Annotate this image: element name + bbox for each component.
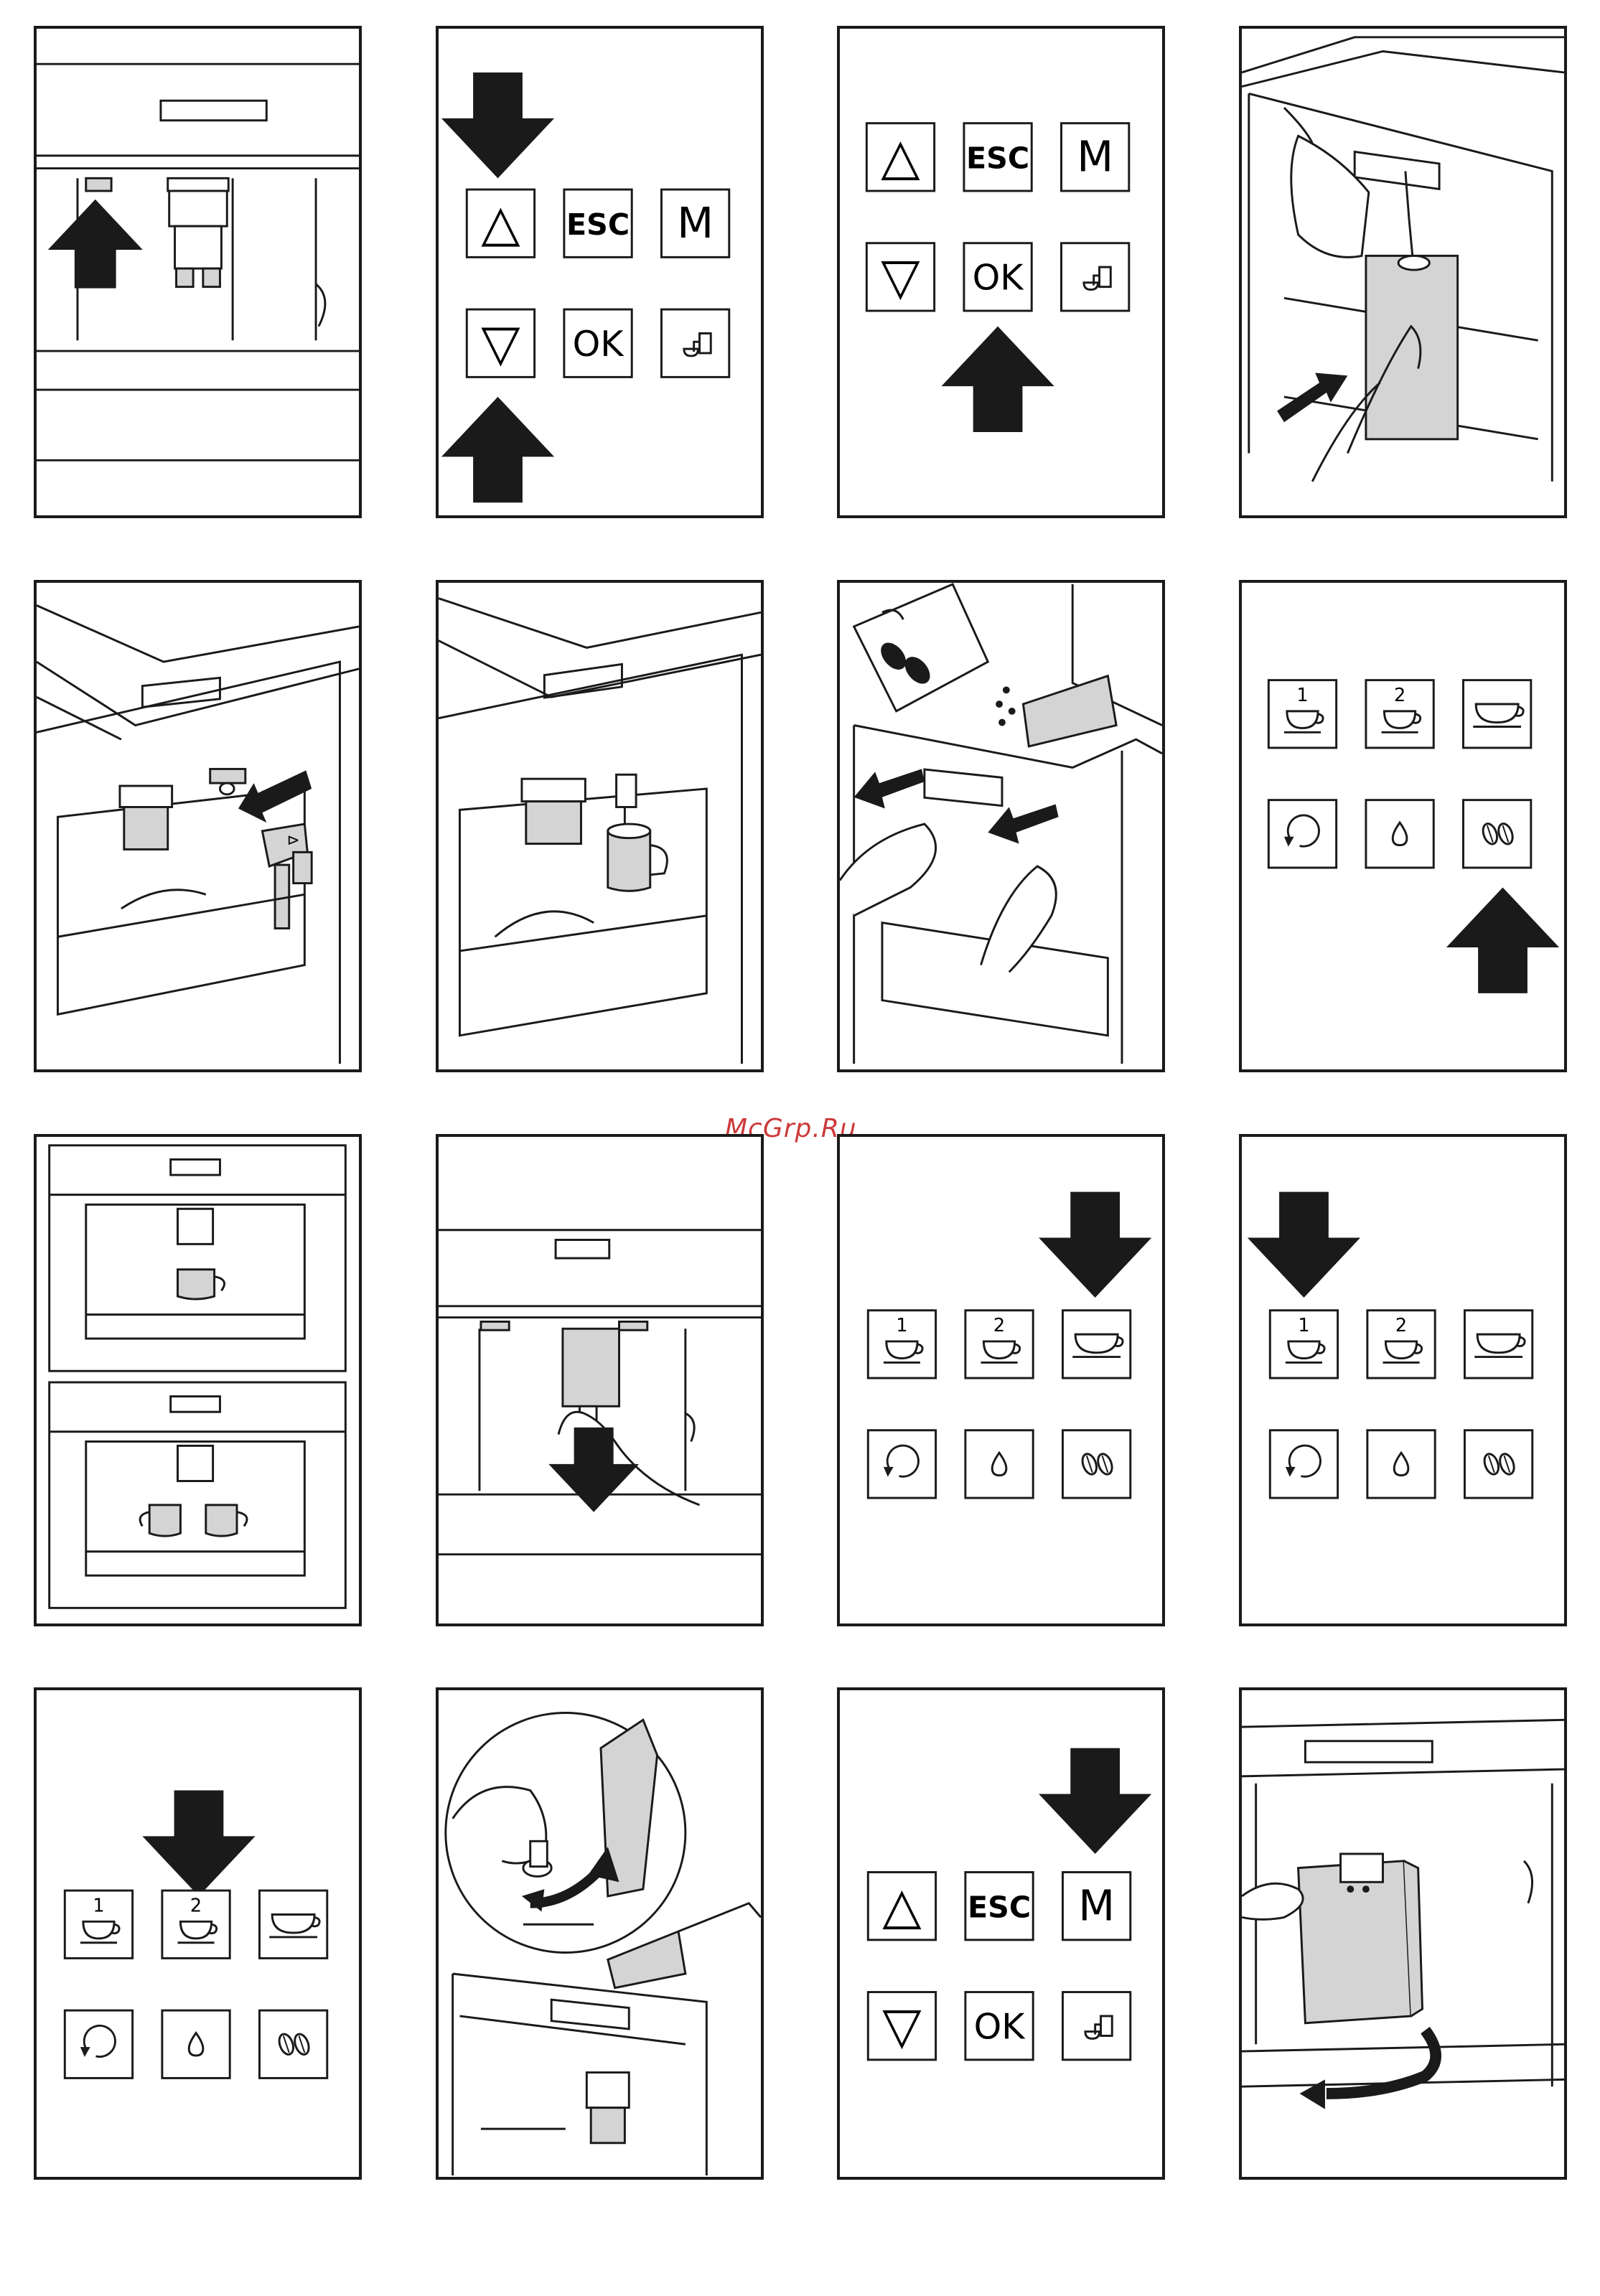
panel-coffee-panel-one-cup: 1 2 [1239, 1134, 1567, 1626]
panel-cup-under-spout [436, 580, 764, 1072]
panel-control-panel-menu: △ ESC M ▽ OK [837, 1687, 1165, 2180]
panel-coffee-panel-large-cup: 1 2 [837, 1134, 1165, 1626]
control-panel-illustration: △ ESC M ▽ OK [439, 29, 761, 515]
panel-water-tank-fill [1239, 26, 1567, 518]
two-cup-label: 2 [190, 1896, 202, 1917]
machine-front-illustration [37, 29, 359, 515]
coffee-panel-illustration: 1 2 [1242, 1137, 1564, 1623]
menu-key-label: M [1077, 132, 1113, 182]
up-key-label: △ [481, 193, 520, 253]
up-key-label: △ [881, 126, 920, 186]
one-cup-label: 1 [1298, 1315, 1309, 1336]
down-key-label: ▽ [881, 246, 920, 306]
panel-bean-container-fill [837, 580, 1165, 1072]
panel-water-filter-install [436, 1687, 764, 2180]
arrow-left-icon [854, 769, 925, 808]
one-cup-label: 1 [1296, 685, 1308, 706]
svg-text:⊳: ⊳ [287, 832, 300, 850]
brew-unit-illustration [439, 1137, 761, 1623]
cups-illustration [37, 1137, 359, 1623]
one-cup-label: 1 [896, 1315, 907, 1336]
control-panel-illustration: △ ESC M ▽ OK [840, 29, 1162, 515]
ok-key-label: OK [573, 323, 625, 365]
arrow-down-icon [1039, 1748, 1151, 1854]
two-cup-label: 2 [1394, 685, 1405, 706]
panel-milk-nozzle-attach: ⊳ [34, 580, 362, 1072]
panel-coffee-panel-two-cups: 1 2 [34, 1687, 362, 2180]
control-panel-illustration: △ ESC M ▽ OK [840, 1690, 1162, 2177]
down-key-label: ▽ [882, 1995, 922, 2055]
drip-tray-illustration [1242, 1690, 1564, 2177]
arrow-curved-icon [1300, 2079, 1325, 2109]
panel-coffee-panel-beans: 1 2 [1239, 580, 1567, 1072]
water-filter-illustration [439, 1690, 761, 2177]
menu-key-label: M [677, 198, 714, 248]
two-cup-label: 2 [1395, 1315, 1407, 1336]
arrow-up-icon [941, 327, 1054, 432]
ok-key-label: OK [974, 2005, 1026, 2047]
arrow-up-icon [48, 200, 143, 289]
arrow-up-icon [441, 397, 554, 502]
arrow-down-icon [548, 1428, 639, 1512]
panel-brew-unit-remove [436, 1134, 764, 1626]
panel-control-panel-arrows: △ ESC M ▽ OK [436, 26, 764, 518]
coffee-panel-illustration: 1 2 [840, 1137, 1162, 1623]
panel-drip-tray-remove [1239, 1687, 1567, 2180]
panel-machine-front-lever [34, 26, 362, 518]
ok-key-label: OK [973, 257, 1025, 299]
two-cup-label: 2 [993, 1315, 1005, 1336]
up-key-label: △ [882, 1875, 922, 1935]
cup-spout-illustration [439, 583, 761, 1069]
coffee-panel-illustration: 1 2 [37, 1690, 359, 2177]
esc-key-label: ESC [968, 1890, 1031, 1924]
arrow-left-icon [238, 770, 312, 823]
arrow-left-icon [988, 805, 1058, 844]
panel-one-and-two-cups [34, 1134, 362, 1626]
esc-key-label: ESC [566, 207, 630, 242]
menu-key-label: M [1078, 1880, 1115, 1930]
esc-key-label: ESC [966, 141, 1029, 176]
arrow-up-icon [1446, 887, 1559, 993]
arrow-down-icon [1248, 1192, 1360, 1298]
one-cup-label: 1 [93, 1896, 104, 1917]
water-tank-illustration [1242, 29, 1564, 515]
panel-control-panel-ok: △ ESC M ▽ OK [837, 26, 1165, 518]
milk-nozzle-illustration: ⊳ [37, 583, 359, 1069]
bean-fill-illustration [840, 583, 1162, 1069]
arrow-down-icon [441, 72, 554, 178]
arrow-down-icon [142, 1791, 255, 1896]
down-key-label: ▽ [481, 313, 520, 372]
arrow-down-icon [1039, 1192, 1151, 1298]
coffee-panel-illustration: 1 2 [1242, 583, 1564, 1069]
